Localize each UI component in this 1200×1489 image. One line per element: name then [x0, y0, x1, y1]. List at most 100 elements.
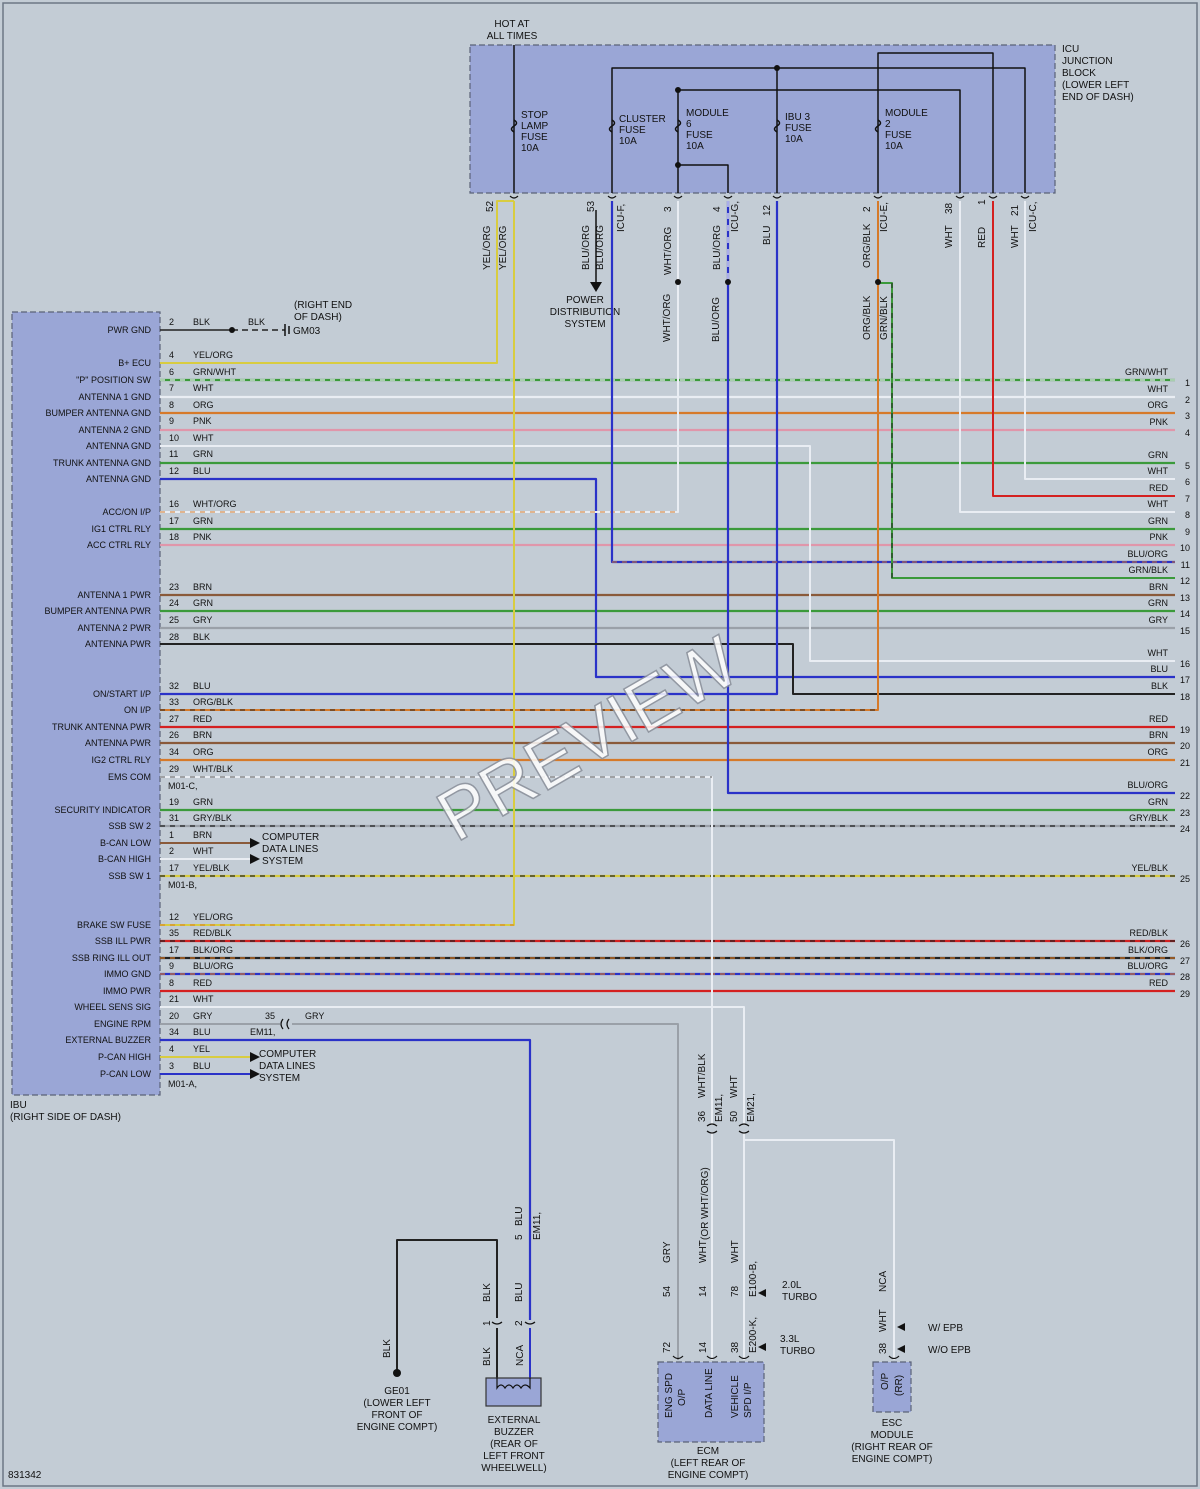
icu-block-label: BLOCK [1062, 68, 1096, 79]
right-wire-label: GRN [1148, 516, 1168, 526]
vertical-label: EM11, [532, 1212, 543, 1240]
splice-dot [675, 87, 681, 93]
ibu-wire-label: 7 [169, 383, 174, 393]
connector-icon [673, 195, 683, 199]
ibu-wire-label: RED/BLK [193, 928, 232, 938]
vertical-label: 38 [944, 202, 955, 214]
wire-grn [878, 282, 1175, 579]
connector-icon [888, 1355, 900, 1360]
ibu-wire-label: 19 [169, 797, 179, 807]
fuse-label: 2 [885, 119, 891, 130]
arrow-left-icon [758, 1343, 766, 1351]
power-distribution-label: POWER [566, 295, 604, 306]
right-wire-number: 25 [1180, 874, 1190, 884]
figure-id: 831342 [8, 1470, 42, 1481]
ground-icon [393, 1369, 401, 1377]
ibu-wire-label: BRN [193, 582, 212, 592]
fuse-icon [773, 119, 781, 133]
computer-data-lines-label: COMPUTER [259, 1049, 316, 1060]
connector-icon [706, 1355, 718, 1360]
ibu-wire-label: BRN [193, 730, 212, 740]
vertical-label: BLU [514, 1207, 525, 1226]
ibu-wire-label: YEL/BLK [193, 863, 230, 873]
fuse-label: FUSE [785, 123, 812, 134]
vertical-label: 38 [878, 1342, 889, 1354]
right-wire-label: BLU/ORG [1127, 961, 1168, 971]
fuse-label: FUSE [619, 125, 646, 136]
right-wire-label: ORG [1147, 400, 1168, 410]
ibu-pin-label: BUMPER ANTENNA PWR [44, 606, 151, 616]
power-distribution-label: SYSTEM [564, 319, 605, 330]
wire-blu [160, 201, 779, 696]
ibu-pin-label: ANTENNA PWR [85, 639, 152, 649]
ibu-pin-label: SECURITY INDICATOR [54, 805, 151, 815]
right-wire-number: 3 [1185, 411, 1190, 421]
ibu-wire-label: BLK [248, 317, 265, 327]
vertical-label: BLU/ORG [595, 225, 606, 270]
vertical-label: 2 [514, 1320, 525, 1326]
ibu-pin-label: TRUNK ANTENNA GND [53, 458, 152, 468]
right-wire-label: BLK [1151, 681, 1168, 691]
ecm-pin-label: VEHICLE [730, 1375, 741, 1418]
vertical-label: WHT [730, 1240, 741, 1263]
ibu-wire-label: WHT/ORG [193, 499, 237, 509]
icu-block-label: ICU [1062, 44, 1079, 55]
vertical-label: 5 [514, 1234, 525, 1240]
esc-pin-label: (RR) [894, 1375, 905, 1396]
connector-icon [738, 1123, 750, 1134]
splice-dot [875, 279, 881, 285]
ibu-wire-label: 24 [169, 598, 179, 608]
ibu-wire-label: WHT [193, 433, 214, 443]
right-wire-label: WHT [1148, 499, 1169, 509]
vertical-label: ICU-F, [616, 204, 627, 232]
fuse-label: 10A [785, 134, 803, 145]
vertical-label: WHT/ORG [662, 293, 673, 342]
vertical-label: 36 [697, 1110, 708, 1122]
right-wire-number: 5 [1185, 461, 1190, 471]
right-wire-label: PNK [1149, 532, 1168, 542]
ibu-pin-label: ACC/ON I/P [102, 507, 151, 517]
ibu-wire-label: 9 [169, 416, 174, 426]
connector-icon [672, 1355, 684, 1360]
ibu-pin-label: P-CAN LOW [100, 1069, 152, 1079]
fuse-icon [510, 119, 518, 133]
vertical-label: 4 [712, 206, 723, 212]
vertical-label: EM11, [714, 1094, 725, 1122]
ibu-wire-label: WHT/BLK [193, 764, 233, 774]
ibu-pin-label: ANTENNA 1 PWR [77, 590, 151, 600]
right-wire-label: WHT [1148, 384, 1169, 394]
right-wire-number: 22 [1180, 791, 1190, 801]
right-wire-number: 17 [1180, 675, 1190, 685]
right-wire-label: RED/BLK [1129, 928, 1168, 938]
turbo-20-label: 2.0L [782, 1280, 802, 1291]
vertical-label: BLK [482, 1283, 493, 1302]
fuse-icon [674, 119, 682, 133]
splice-dot [229, 327, 235, 333]
right-wire-number: 14 [1180, 609, 1190, 619]
ibu-wire-label: 17 [169, 863, 179, 873]
ibu-wire-label: GRY [305, 1011, 324, 1021]
connector-icon [988, 195, 998, 199]
ibu-pin-label: TRUNK ANTENNA PWR [52, 722, 152, 732]
fuse-label: MODULE [686, 108, 729, 119]
ibu-wire-label: 2 [169, 317, 174, 327]
ibu-pin-label: IMMO PWR [103, 986, 151, 996]
ibu-wire-label: 6 [169, 367, 174, 377]
vertical-label: NCA [878, 1271, 889, 1292]
splice-dot [774, 65, 780, 71]
buzzer-coil-icon [496, 1378, 531, 1390]
vertical-label: 14 [698, 1341, 709, 1353]
ibu-wire-label: BLU [193, 681, 211, 691]
right-wire-label: BRN [1149, 582, 1168, 592]
ibu-wire-label: YEL/ORG [193, 912, 233, 922]
vertical-label: WHT [1010, 225, 1021, 248]
ibu-wire-label: M01-C, [168, 781, 198, 791]
vertical-label: 3 [663, 206, 674, 212]
ibu-pin-label: ACC CTRL RLY [87, 540, 151, 550]
hot-at-all-times-label: ALL TIMES [487, 31, 538, 42]
ground-icon [284, 324, 290, 336]
right-wire-label: GRN [1148, 450, 1168, 460]
connector-icon [607, 195, 617, 199]
arrow-down-icon [590, 282, 602, 292]
